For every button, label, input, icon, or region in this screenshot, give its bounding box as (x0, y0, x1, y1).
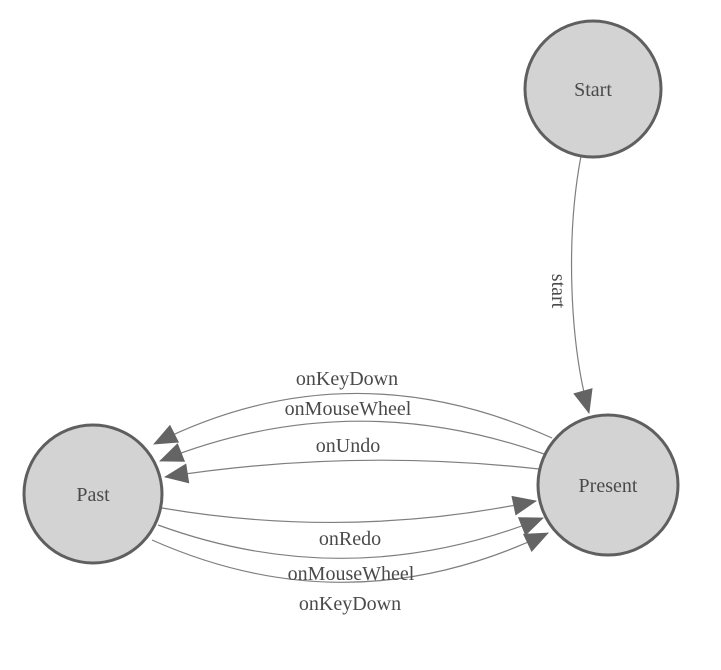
edge-onundo-present-to-past (164, 459, 540, 484)
edge-onmousewheel-past-to-present (157, 517, 544, 559)
edge-label-group: start onKeyDown onMouseWheel onUndo onRe… (285, 274, 569, 615)
edge-label-onredo: onRedo (319, 528, 381, 550)
edge-start-to-present (570, 155, 593, 414)
edge-onkeydown-past-to-present (151, 532, 549, 583)
node-start-circle[interactable] (523, 19, 663, 159)
edge-onmousewheel-present-to-past (159, 420, 545, 462)
edge-onredo-past-to-present (161, 495, 537, 524)
node-present-label: Present (579, 475, 638, 497)
edge-label-onkeydown-top: onKeyDown (296, 368, 398, 390)
edge-group (151, 155, 593, 583)
node-present-circle[interactable] (536, 413, 680, 557)
edge-label-onmousewheel-bottom: onMouseWheel (288, 563, 415, 585)
edge-label-start: start (547, 274, 569, 309)
edge-onkeydown-present-to-past (153, 392, 553, 445)
edge-label-onkeydown-bottom: onKeyDown (299, 593, 401, 615)
edge-label-onmousewheel-top: onMouseWheel (285, 398, 412, 420)
edge-label-onundo: onUndo (316, 435, 380, 457)
node-start-label: Start (574, 79, 612, 101)
node-past-circle[interactable] (22, 423, 164, 565)
node-present[interactable]: Present (536, 413, 680, 557)
node-past-label: Past (76, 484, 110, 506)
node-start[interactable]: Start (523, 19, 663, 159)
node-past[interactable]: Past (22, 423, 164, 565)
